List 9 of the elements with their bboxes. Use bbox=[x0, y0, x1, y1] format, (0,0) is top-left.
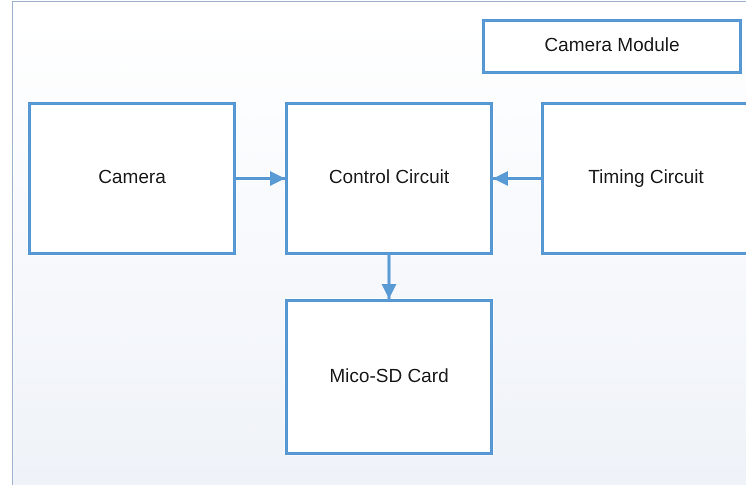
block-box: Control Circuit bbox=[285, 102, 493, 255]
arrow bbox=[382, 255, 396, 299]
block-box: Mico-SD Card bbox=[285, 299, 493, 455]
arrow bbox=[493, 171, 541, 186]
block-box: Timing Circuit bbox=[541, 102, 746, 255]
module-frame bbox=[12, 1, 746, 485]
arrow bbox=[236, 171, 285, 186]
block-box: Camera bbox=[28, 102, 236, 255]
module-title: Camera Module bbox=[482, 19, 742, 74]
